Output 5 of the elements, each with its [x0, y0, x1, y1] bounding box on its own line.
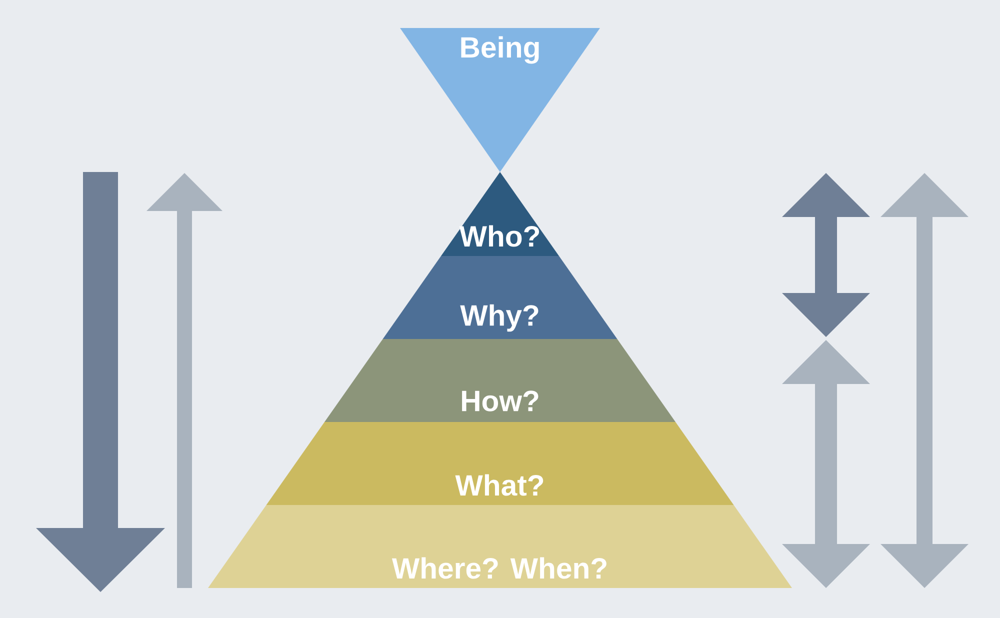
pyramid-layer: Why?: [382, 256, 618, 339]
pyramid-layer: Who?: [441, 172, 559, 256]
pyramid-layer: How?: [324, 339, 676, 422]
inverted-triangle: Being: [400, 28, 600, 172]
pyramid-layer: What?: [266, 422, 734, 505]
